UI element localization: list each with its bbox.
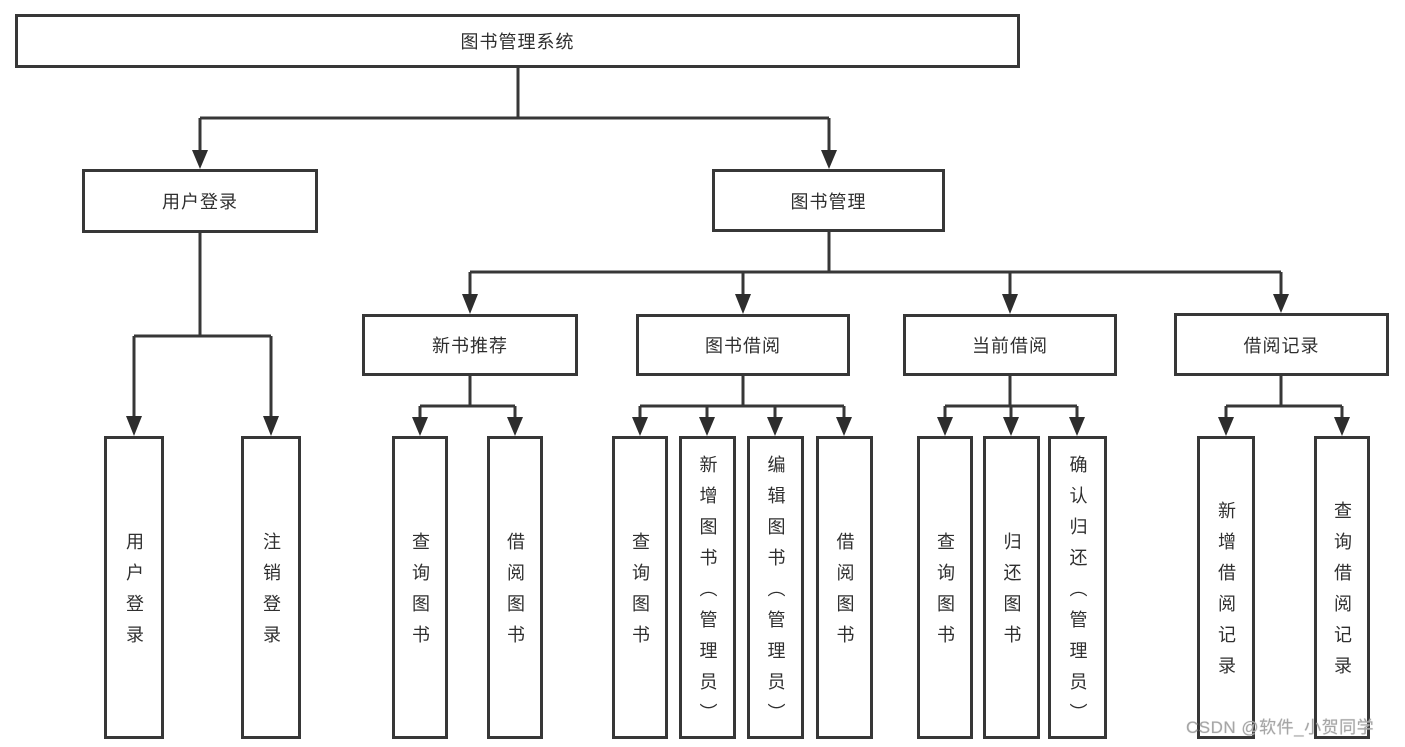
leaf-user-login: 用户登录	[104, 436, 164, 739]
leaf-query-books-recommend: 查询图书	[392, 436, 448, 739]
leaf-label: 新增图书（管理员）	[697, 454, 718, 734]
leaf-borrow-books-recommend: 借阅图书	[487, 436, 543, 739]
arrow-user-login	[192, 150, 208, 169]
node-label: 借阅记录	[1243, 335, 1320, 356]
arrow-newbook-leaf1	[412, 417, 428, 436]
node-user-login: 用户登录	[82, 169, 318, 233]
node-label: 新书推荐	[432, 336, 508, 356]
arrow-records-leaf1	[1218, 417, 1234, 436]
arrow-borrow-leaf4	[836, 417, 852, 436]
arrow-records-leaf2	[1334, 417, 1350, 436]
leaf-label: 查询图书	[630, 532, 650, 656]
leaf-label: 查询借阅记录	[1332, 501, 1352, 687]
node-current-borrow: 当前借阅	[903, 314, 1117, 376]
leaf-label: 新增借阅记录	[1216, 501, 1236, 687]
leaf-confirm-return-admin: 确认归还（管理员）	[1048, 436, 1107, 739]
node-borrow-records: 借阅记录	[1174, 313, 1389, 376]
leaf-label: 编辑图书（管理员）	[765, 454, 786, 734]
leaf-query-books-borrow: 查询图书	[612, 436, 668, 739]
node-label: 图书管理系统	[460, 32, 575, 52]
arrow-borrow-leaf1	[632, 417, 648, 436]
node-book-management: 图书管理	[712, 169, 945, 232]
arrow-borrow-leaf3	[767, 417, 783, 436]
leaf-label: 借阅图书	[834, 532, 855, 656]
node-label: 当前借阅	[972, 336, 1048, 356]
leaf-label: 查询图书	[935, 532, 955, 656]
node-label: 图书借阅	[705, 336, 781, 356]
arrow-newbook-leaf2	[507, 417, 523, 436]
arrow-current-leaf3	[1069, 417, 1085, 436]
leaf-label: 确认归还（管理员）	[1067, 454, 1088, 734]
csdn-watermark: CSDN @软件_小贺同学	[1186, 718, 1375, 737]
arrow-book-borrow	[735, 294, 751, 314]
arrow-book-management	[821, 150, 837, 169]
leaf-query-borrow-record: 查询借阅记录	[1314, 436, 1370, 739]
leaf-add-book-admin: 新增图书（管理员）	[679, 436, 736, 739]
node-label: 图书管理	[790, 191, 867, 212]
leaf-query-books-current: 查询图书	[917, 436, 973, 739]
leaf-edit-book-admin: 编辑图书（管理员）	[747, 436, 804, 739]
arrow-current-borrow	[1002, 294, 1018, 314]
leaf-label: 注销登录	[261, 532, 281, 656]
arrow-leaf-logout	[263, 416, 279, 436]
node-library-system: 图书管理系统	[15, 14, 1020, 68]
arrow-borrow-leaf2	[699, 417, 715, 436]
node-new-book-recommend: 新书推荐	[362, 314, 578, 376]
node-book-borrow: 图书借阅	[636, 314, 850, 376]
leaf-logout: 注销登录	[241, 436, 301, 739]
leaf-label: 查询图书	[410, 532, 430, 656]
node-label: 用户登录	[162, 192, 238, 212]
leaf-label: 用户登录	[124, 532, 144, 656]
arrow-current-leaf1	[937, 417, 953, 436]
leaf-label: 借阅图书	[505, 532, 525, 656]
arrow-leaf-user-login	[126, 416, 142, 436]
arrow-new-book	[462, 294, 478, 314]
leaf-return-book: 归还图书	[983, 436, 1040, 739]
leaf-borrow-books: 借阅图书	[816, 436, 873, 739]
leaf-label: 归还图书	[1001, 532, 1022, 656]
arrow-borrow-records	[1273, 294, 1289, 313]
leaf-add-borrow-record: 新增借阅记录	[1197, 436, 1255, 739]
arrow-current-leaf2	[1003, 417, 1019, 436]
